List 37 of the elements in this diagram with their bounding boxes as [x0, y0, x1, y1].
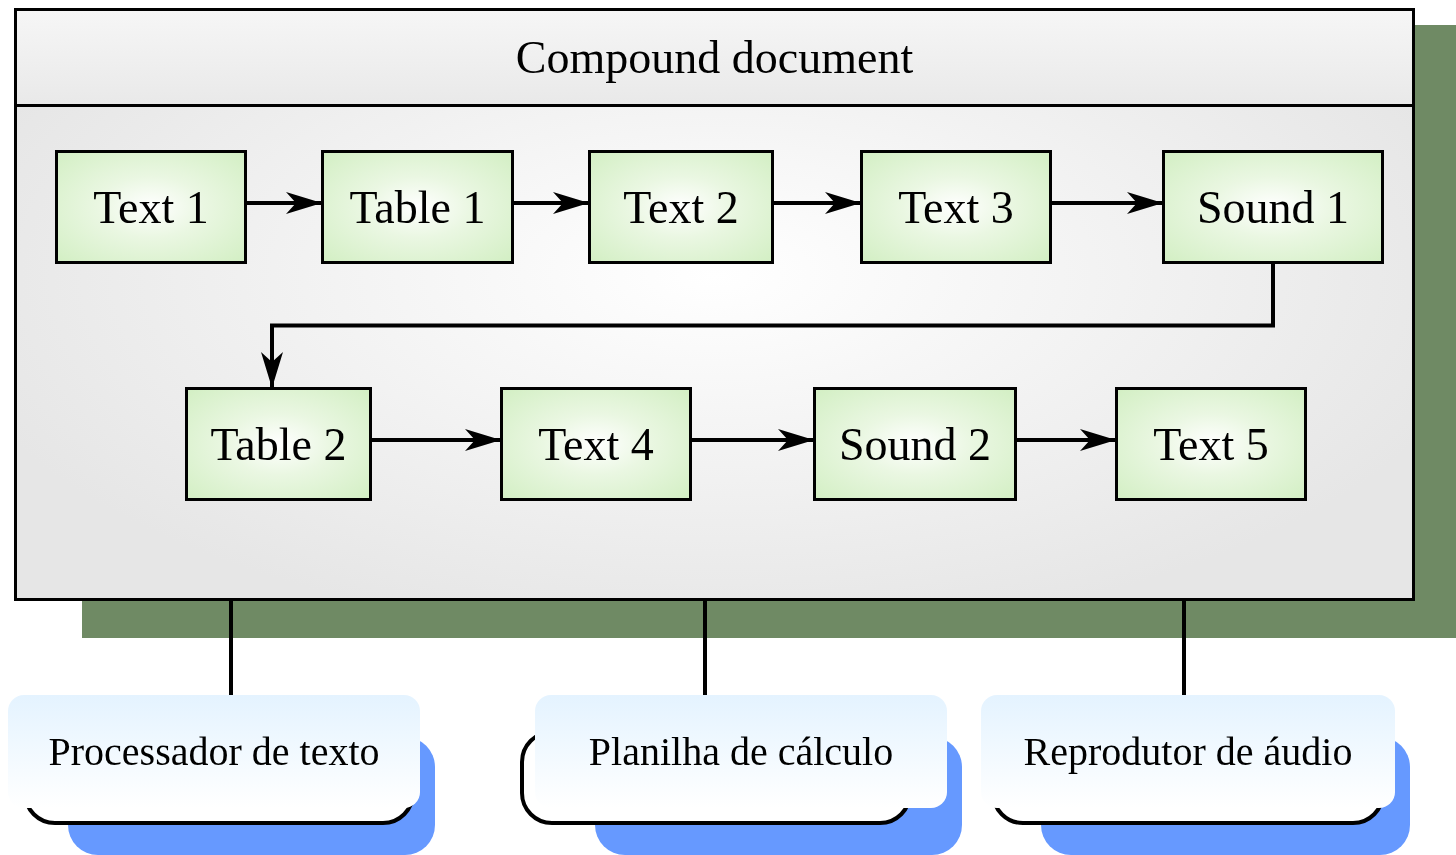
- box-label: Text 1: [93, 180, 209, 234]
- arrow: [514, 192, 589, 214]
- content-box: [185, 387, 372, 501]
- content-box: [1115, 387, 1307, 501]
- content-box: [813, 387, 1017, 501]
- content-box: [500, 387, 692, 501]
- application-label: Reprodutor de áudio: [1023, 728, 1353, 775]
- box-label: Sound 1: [1196, 180, 1350, 234]
- connector-line: [1182, 601, 1186, 695]
- content-box: [588, 150, 774, 264]
- document-frame: [14, 8, 1415, 601]
- arrow: [692, 429, 814, 451]
- box-label: Text 3: [898, 180, 1014, 234]
- box-label: Table 1: [349, 180, 486, 234]
- content-box: [321, 150, 514, 264]
- content-box: [1162, 150, 1384, 264]
- application-box: [535, 695, 947, 808]
- application-label: Processador de texto: [48, 728, 380, 775]
- arrow: [372, 429, 501, 451]
- connector-line: [229, 601, 233, 695]
- box-label: Text 5: [1153, 417, 1269, 471]
- application-label: Planilha de cálculo: [588, 728, 894, 775]
- application-box: [8, 695, 420, 808]
- application-box: [981, 695, 1395, 808]
- box-label: Text 2: [623, 180, 739, 234]
- box-label: Sound 2: [838, 417, 992, 471]
- arrow: [774, 192, 861, 214]
- arrow: [1017, 429, 1116, 451]
- arrow: [247, 192, 322, 214]
- content-box: [55, 150, 247, 264]
- content-box: [860, 150, 1052, 264]
- box-label: Text 4: [538, 417, 654, 471]
- frame-title: Compound document: [515, 31, 914, 84]
- connector-line: [703, 601, 707, 695]
- box-label: Table 2: [210, 417, 347, 471]
- arrow: [1052, 192, 1163, 214]
- arrow: [261, 264, 1275, 388]
